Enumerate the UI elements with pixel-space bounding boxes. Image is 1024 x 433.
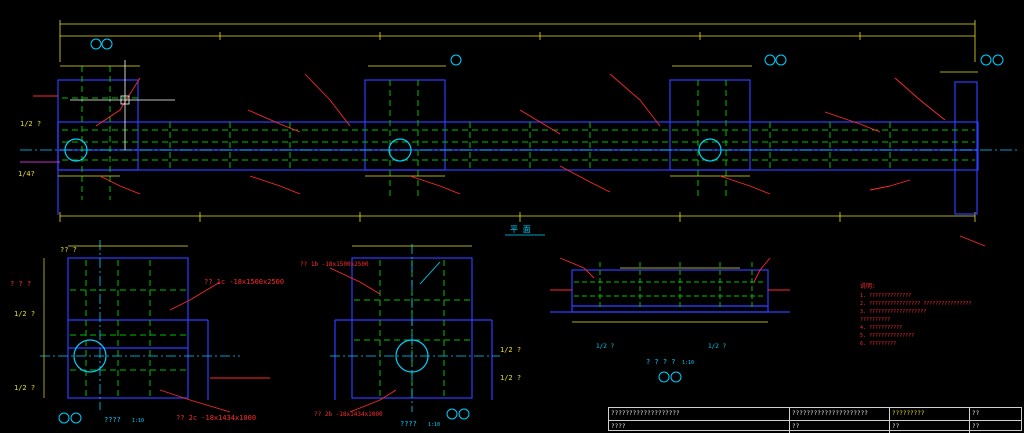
title-date-label: ?? bbox=[969, 421, 1021, 433]
detail-right-mark-1: 1/2 ? bbox=[596, 343, 614, 350]
note-item: 6. ????????? bbox=[860, 341, 896, 347]
axis-bubbles bbox=[90, 38, 1004, 66]
detail-right-mark-2: 1/2 ? bbox=[708, 343, 726, 350]
detail-right-title: ? ? ? ? bbox=[646, 358, 676, 366]
tick-label-half: 1/2 ? bbox=[20, 120, 41, 128]
notes-heading: 说明: bbox=[860, 282, 876, 290]
title-project: ????????????????????? bbox=[789, 408, 889, 420]
detail-mid-side-mark-1: 1/2 ? bbox=[500, 346, 521, 354]
title-block: ??????????????????? ????????????????????… bbox=[608, 407, 1022, 433]
detail-left-side-label: 1/2 ? bbox=[14, 310, 35, 318]
crosshair-cursor[interactable] bbox=[70, 60, 175, 150]
detail-left-view: ?? ? ? ? ? 1/2 ? 1/2 ? ?? 1c -18x1500x25… bbox=[10, 240, 284, 424]
title-code: ???? bbox=[611, 423, 626, 430]
main-plan-view: 1/2 ? 1/4? 平 面 bbox=[18, 20, 1018, 247]
detail-mid-side-mark-2: 1/2 ? bbox=[500, 374, 521, 382]
tick-label-quarter: 1/4? bbox=[18, 170, 35, 178]
detail-left-caption: ???? bbox=[104, 416, 121, 424]
note-item: 4. ??????????? bbox=[860, 325, 902, 331]
detail-mid-caption: ???? bbox=[400, 420, 417, 428]
detail-mid-scale: 1:10 bbox=[428, 422, 440, 428]
detail-mid-view: ?? 1b -18x1500x2500 ?? 2b -18x1434x1000 … bbox=[300, 244, 521, 428]
callout-leaders bbox=[33, 73, 986, 247]
notes-block: 说明: 1. ?????????????? 2. ???????????????… bbox=[860, 282, 971, 347]
note-item: 5. ??????????????? bbox=[860, 333, 914, 339]
sub-dimension-ticks bbox=[58, 65, 978, 177]
detail-left-bottom-callout: ?? 2c -18x1434x1000 bbox=[176, 414, 256, 422]
note-item: ?????????? bbox=[860, 317, 890, 323]
detail-left-plate-label: ?? 1c -18x1500x2500 bbox=[204, 278, 284, 286]
note-item: 2. ????????????????? ???????????????? bbox=[860, 301, 971, 307]
plan-title: 平 面 bbox=[510, 225, 531, 234]
rebar-lines bbox=[62, 66, 975, 200]
detail-left-mark-1: ? ? ? bbox=[10, 280, 31, 288]
title-scale-label: ?? bbox=[789, 421, 889, 433]
detail-mid-bottom-callout: ?? 2b -18x1434x1000 bbox=[314, 411, 383, 418]
note-item: 1. ?????????????? bbox=[860, 293, 911, 299]
title-drawing-name: ????????? bbox=[889, 408, 969, 420]
detail-mid-plate-label: ?? 1b -18x1500x2500 bbox=[300, 261, 369, 268]
note-item: 3. ??????????????????? bbox=[860, 309, 926, 315]
title-sheet-value: ?? bbox=[889, 421, 969, 433]
detail-right-view: 1/2 ? 1/2 ? ? ? ? ? 1:10 bbox=[550, 257, 790, 383]
title-company: ??????????????????? bbox=[611, 410, 680, 417]
detail-right-scale: 1:10 bbox=[682, 360, 694, 366]
detail-left-top-label: ?? ? bbox=[60, 246, 77, 254]
title-sheet-label: ?? bbox=[969, 408, 1021, 420]
detail-left-mark-2: 1/2 ? bbox=[14, 384, 35, 392]
girder-outline bbox=[57, 79, 979, 215]
top-dimension-lines bbox=[59, 20, 976, 222]
detail-left-scale: 1:10 bbox=[132, 418, 144, 424]
